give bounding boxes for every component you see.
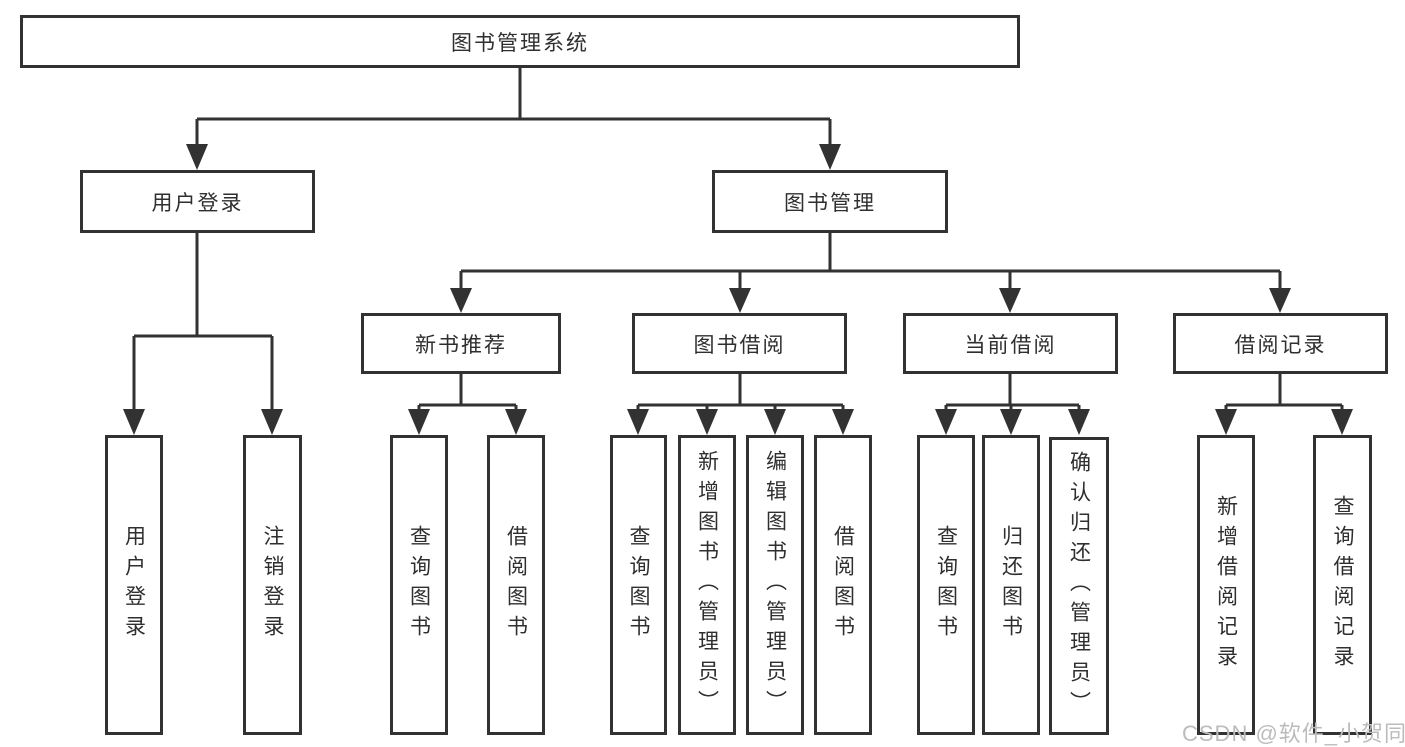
arrow-down-icon: [764, 409, 786, 435]
node-new-book-recommend: 新书推荐: [361, 313, 561, 374]
csdn-watermark: CSDN @软件_小贺同学: [1182, 721, 1405, 746]
arrow-down-icon: [627, 409, 649, 435]
leaf-query-borrow-record-label: 查询借阅记录: [1331, 495, 1354, 675]
node-user-login-label: 用户登录: [151, 191, 244, 215]
leaf-borrow-books: 借阅图书: [814, 435, 872, 735]
node-borrow-records: 借阅记录: [1173, 313, 1388, 374]
leaf-add-borrow-record: 新增借阅记录: [1197, 435, 1255, 735]
arrow-down-icon: [832, 409, 854, 435]
arrow-down-icon: [729, 288, 751, 313]
leaf-confirm-return-admin: 确认归还（管理员）: [1049, 437, 1109, 735]
arrow-down-icon: [696, 409, 718, 435]
leaf-confirm-return-admin-label: 确认归还（管理员）: [1067, 451, 1091, 721]
arrow-down-icon: [450, 288, 472, 313]
leaf-add-borrow-record-label: 新增借阅记录: [1214, 495, 1238, 675]
leaf-query-books-borrow: 查询图书: [610, 435, 667, 735]
leaf-add-book-admin-label: 新增图书（管理员）: [695, 450, 719, 720]
node-new-book-recommend-label: 新书推荐: [415, 333, 507, 357]
leaf-return-book-label: 归还图书: [999, 525, 1023, 645]
arrow-down-icon: [999, 288, 1021, 313]
node-current-borrow: 当前借阅: [903, 313, 1118, 374]
leaf-return-book: 归还图书: [982, 435, 1040, 735]
arrow-down-icon: [505, 409, 527, 435]
node-user-login: 用户登录: [80, 170, 315, 233]
node-book-management-label: 图书管理: [784, 191, 876, 215]
leaf-borrow-books-recommend: 借阅图书: [487, 435, 545, 735]
arrow-down-icon: [1215, 409, 1237, 435]
arrow-down-icon: [1331, 409, 1353, 435]
leaf-borrow-books-label: 借阅图书: [831, 525, 855, 645]
node-borrow-records-label: 借阅记录: [1234, 333, 1327, 357]
arrow-down-icon: [935, 409, 957, 435]
node-book-management: 图书管理: [712, 170, 948, 233]
node-book-borrow: 图书借阅: [632, 313, 847, 374]
leaf-query-borrow-record: 查询借阅记录: [1313, 435, 1372, 735]
leaf-query-books-recommend-label: 查询图书: [407, 525, 431, 645]
arrow-down-icon: [1269, 288, 1291, 313]
arrow-down-icon: [1068, 409, 1090, 435]
leaf-query-books-borrow-label: 查询图书: [627, 525, 650, 645]
arrow-down-icon: [408, 409, 430, 435]
leaf-user-login-label: 用户登录: [122, 525, 146, 645]
leaf-query-books-current: 查询图书: [917, 435, 975, 735]
arrow-down-icon: [1000, 409, 1022, 435]
leaf-query-books-current-label: 查询图书: [934, 525, 958, 645]
leaf-query-books-recommend: 查询图书: [390, 435, 448, 735]
leaf-borrow-books-recommend-label: 借阅图书: [504, 525, 528, 645]
node-root-label: 图书管理系统: [451, 31, 589, 55]
node-book-borrow-label: 图书借阅: [693, 333, 786, 357]
leaf-logout-label: 注销登录: [261, 525, 284, 645]
arrow-down-icon: [261, 409, 283, 435]
node-current-borrow-label: 当前借阅: [964, 333, 1057, 357]
node-root: 图书管理系统: [20, 15, 1020, 68]
arrow-down-icon: [819, 144, 841, 170]
leaf-edit-book-admin: 编辑图书（管理员）: [746, 435, 804, 735]
leaf-add-book-admin: 新增图书（管理员）: [678, 435, 736, 735]
leaf-edit-book-admin-label: 编辑图书（管理员）: [763, 450, 787, 720]
leaf-logout: 注销登录: [243, 435, 302, 735]
arrow-down-icon: [123, 409, 145, 435]
arrow-down-icon: [186, 144, 208, 170]
leaf-user-login: 用户登录: [105, 435, 163, 735]
